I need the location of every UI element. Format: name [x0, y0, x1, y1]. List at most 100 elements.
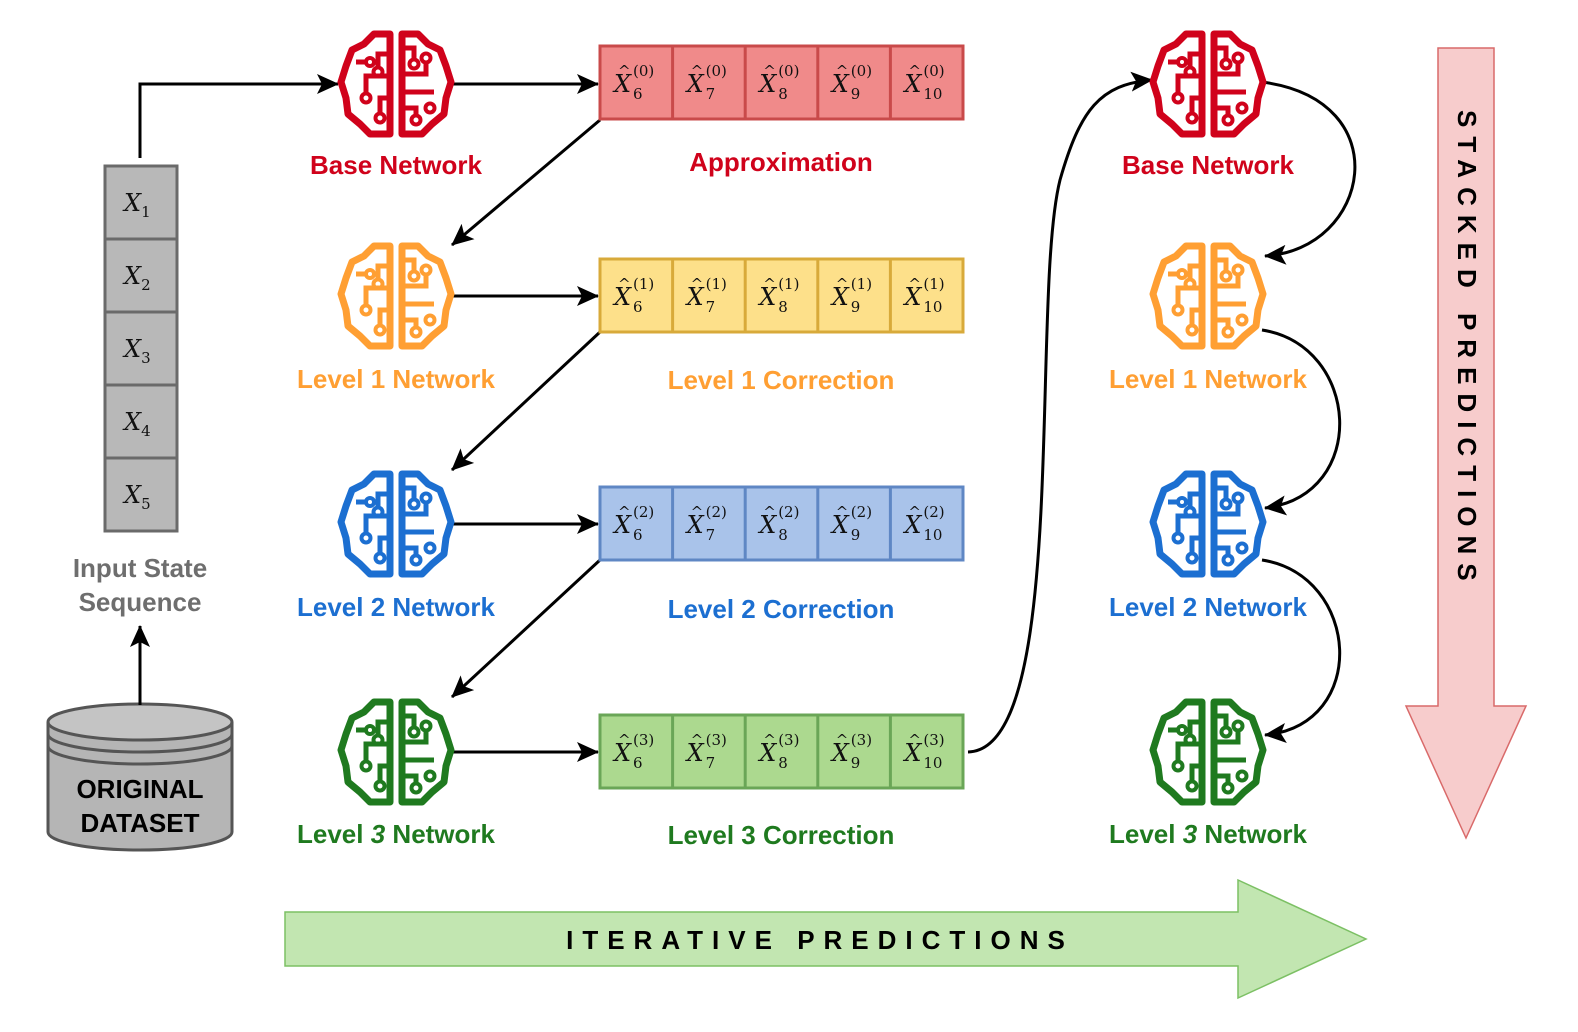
iterative-predictions-arrow: ITERATIVE PREDICTIONS: [284, 878, 1368, 1000]
stacked-predictions-label: STACKED PREDICTIONS: [1452, 110, 1482, 590]
level2-correction-label: Level 2 Correction: [668, 594, 895, 624]
prediction-cell: X: [902, 739, 922, 767]
prediction-cell: X: [902, 70, 922, 98]
prediction-superscript: (3): [706, 731, 727, 749]
prediction-superscript: (2): [851, 503, 872, 521]
hat-glyph: ^: [908, 62, 921, 80]
hat-glyph: ^: [836, 62, 849, 80]
hat-glyph: ^: [691, 731, 704, 749]
hat-glyph: ^: [763, 503, 776, 521]
stacked-level2-brain-circuit-icon: [1153, 474, 1263, 574]
prediction-subscript: 8: [778, 85, 788, 103]
prediction-cell: X: [685, 283, 705, 311]
prediction-superscript: (3): [633, 731, 654, 749]
prediction-cell: X: [757, 70, 777, 98]
hat-glyph: ^: [618, 62, 631, 80]
prediction-cell: X: [830, 739, 850, 767]
input-cell: [103, 310, 179, 387]
prediction-superscript: (0): [851, 62, 872, 80]
prediction-superscript: (2): [778, 503, 799, 521]
database-cylinder-icon: [46, 702, 234, 852]
level1-brain-circuit-icon: [341, 246, 451, 346]
prediction-subscript: 7: [706, 754, 716, 772]
hat-glyph: ^: [908, 731, 921, 749]
dataset-label-line2: DATASET: [81, 808, 200, 838]
dataset-label-line1: ORIGINAL: [76, 774, 203, 804]
prediction-cell: X: [685, 511, 705, 539]
stacked-level3-network-label-num: 3: [1183, 819, 1198, 849]
level3-correction-label: Level 3 Correction: [668, 820, 895, 850]
input-cell: [103, 456, 179, 533]
hat-glyph: ^: [763, 731, 776, 749]
level3-network-label-num: 3: [371, 819, 386, 849]
level3-network-label: Level 3 Network: [297, 819, 496, 849]
prediction-superscript: (3): [778, 731, 799, 749]
prediction-subscript: 9: [851, 526, 861, 544]
level3-network-label-prefix: Level: [297, 819, 371, 849]
hat-glyph: ^: [908, 275, 921, 293]
hat-glyph: ^: [691, 503, 704, 521]
prediction-superscript: (0): [778, 62, 799, 80]
prediction-cell: X: [685, 739, 705, 767]
prediction-cell: X: [612, 739, 632, 767]
prediction-cell: X: [757, 739, 777, 767]
hat-glyph: ^: [691, 275, 704, 293]
prediction-subscript: 6: [633, 298, 643, 316]
prediction-superscript: (2): [923, 503, 944, 521]
connectors: [130, 71, 1357, 762]
prediction-subscript: 7: [706, 526, 716, 544]
prediction-superscript: (0): [923, 62, 944, 80]
level1-correction-label: Level 1 Correction: [668, 365, 895, 395]
hat-glyph: ^: [763, 275, 776, 293]
input-cell: [103, 237, 179, 314]
prediction-superscript: (1): [706, 275, 727, 293]
prediction-superscript: (1): [923, 275, 944, 293]
prediction-cell: X: [612, 70, 632, 98]
input-state-label-line1: Input State: [73, 553, 207, 583]
prediction-subscript: 7: [706, 85, 716, 103]
prediction-subscript: 10: [923, 526, 942, 544]
prediction-subscript: 8: [778, 526, 788, 544]
hat-glyph: ^: [618, 275, 631, 293]
hat-glyph: ^: [691, 62, 704, 80]
prediction-subscript: 7: [706, 298, 716, 316]
hat-glyph: ^: [908, 503, 921, 521]
prediction-cell: X: [612, 283, 632, 311]
hat-glyph: ^: [836, 503, 849, 521]
prediction-superscript: (1): [778, 275, 799, 293]
stacked-level3-network-label-suffix: Network: [1197, 819, 1307, 849]
prediction-subscript: 6: [633, 754, 643, 772]
hat-glyph: ^: [836, 731, 849, 749]
iterative-predictions-label: ITERATIVE PREDICTIONS: [566, 925, 1074, 955]
prediction-subscript: 10: [923, 754, 942, 772]
prediction-cell: X: [757, 283, 777, 311]
approximation-label: Approximation: [689, 147, 872, 177]
prediction-superscript: (0): [633, 62, 654, 80]
hat-glyph: ^: [618, 503, 631, 521]
hat-glyph: ^: [836, 275, 849, 293]
stacked-level2-network-label: Level 2 Network: [1109, 592, 1308, 622]
stacked-base-brain-circuit-icon: [1153, 34, 1263, 134]
input-cell-label: X2: [122, 262, 151, 294]
prediction-cell: X: [612, 511, 632, 539]
prediction-cell: X: [757, 511, 777, 539]
prediction-subscript: 6: [633, 85, 643, 103]
stacked-level3-network-label-prefix: Level: [1109, 819, 1183, 849]
prediction-subscript: 9: [851, 85, 861, 103]
prediction-cell: X: [830, 283, 850, 311]
prediction-cell: X: [902, 283, 922, 311]
prediction-subscript: 9: [851, 754, 861, 772]
prediction-cell: X: [685, 70, 705, 98]
base-brain-circuit-icon: [341, 34, 451, 134]
stacked-level3-brain-circuit-icon: [1153, 702, 1263, 802]
hat-glyph: ^: [618, 731, 631, 749]
prediction-subscript: 8: [778, 298, 788, 316]
level1-network-label: Level 1 Network: [297, 364, 496, 394]
stacked-level1-brain-circuit-icon: [1153, 246, 1263, 346]
prediction-superscript: (3): [851, 731, 872, 749]
